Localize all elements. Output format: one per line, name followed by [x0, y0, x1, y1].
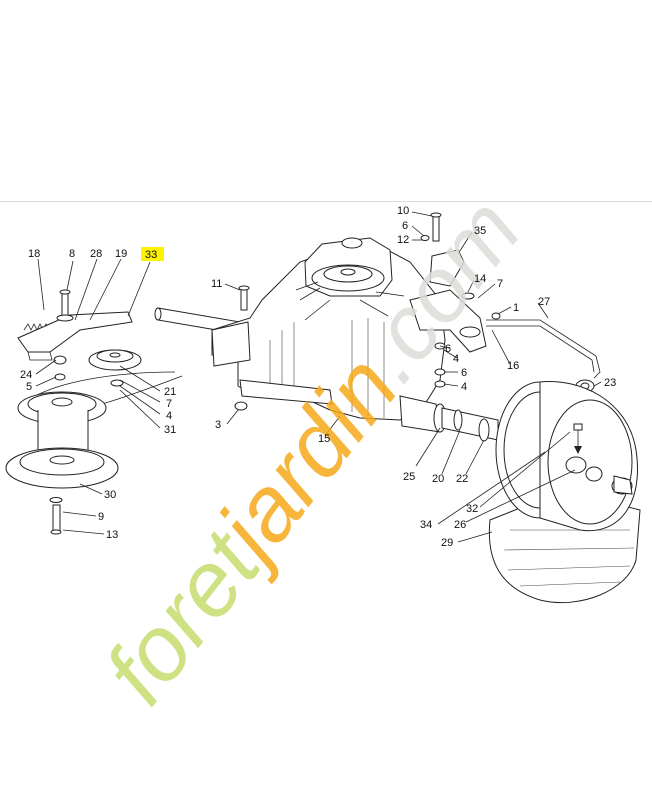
washer-small: [54, 373, 66, 381]
idler-hub: [109, 352, 121, 358]
callout-9: 9: [98, 511, 104, 523]
callout-6-upper: 6: [402, 220, 408, 232]
callout-23: 23: [604, 377, 616, 389]
leader-lines: [35, 211, 602, 543]
lower-washer: [49, 497, 63, 503]
fan-blades: [295, 281, 405, 321]
bolt-part: [61, 291, 69, 317]
key-32: [573, 423, 583, 431]
callout-16: 16: [507, 360, 519, 372]
callout-20: 20: [432, 473, 444, 485]
lower-bolt-head: [50, 529, 62, 535]
tensioner-assembly: [17, 289, 142, 387]
assembly-arrow-head: [574, 446, 582, 454]
hub-washer: [565, 456, 587, 474]
callout-6-mid: 6: [445, 343, 451, 355]
bolt-head: [59, 289, 71, 295]
callout-13: 13: [106, 529, 118, 541]
output-axle: [441, 407, 499, 441]
callout-27: 27: [538, 296, 550, 308]
callout-1: 1: [513, 302, 519, 314]
bolt-10-head: [430, 212, 442, 218]
hub-spacer: [585, 466, 603, 482]
control-arm-pivot: [459, 326, 481, 338]
control-rod-inner: [486, 325, 595, 373]
callout-4-mid: 4: [453, 353, 459, 365]
bracket-35: [429, 249, 465, 287]
mounting-plate: [239, 379, 333, 405]
callout-labels: 18 8 28 19 33 24 5 21 7 4 31 30 9 13 11 …: [20, 205, 616, 549]
callout-28: 28: [90, 248, 102, 260]
callout-4: 4: [166, 410, 172, 422]
rim-face: [547, 399, 633, 525]
callout-5: 5: [26, 381, 32, 393]
hub-cap-body: [613, 475, 633, 495]
washer-small-2: [110, 379, 124, 387]
input-shaft-end: [154, 307, 162, 321]
bolt-11-head: [238, 285, 250, 291]
callout-29: 29: [441, 537, 453, 549]
top-divider: [0, 201, 652, 202]
washer-12: [420, 235, 430, 241]
wheel-assembly: [488, 379, 641, 604]
callout-4-lower: 4: [461, 381, 467, 393]
upper-pulley-hub: [51, 397, 73, 407]
callout-32: 32: [466, 503, 478, 515]
callout-8: 8: [69, 248, 75, 260]
callout-highlight: [141, 247, 164, 261]
callout-35: 35: [474, 225, 486, 237]
bolt-11: [240, 287, 248, 311]
callout-22: 22: [456, 473, 468, 485]
fill-cap: [341, 237, 363, 249]
tire-tread: [503, 529, 635, 587]
lower-bolt: [52, 504, 61, 532]
callout-14: 14: [474, 273, 486, 285]
callout-18: 18: [28, 248, 40, 260]
axle-spacer: [453, 409, 463, 431]
callout-34: 34: [420, 519, 432, 531]
control-rod: [486, 319, 601, 379]
callout-31: 31: [164, 424, 176, 436]
bushing-3: [234, 401, 248, 411]
callout-15: 15: [318, 433, 330, 445]
callout-30: 30: [104, 489, 116, 501]
washer-14: [461, 292, 475, 300]
callout-25: 25: [403, 471, 415, 483]
transaxle-assembly: [154, 212, 601, 442]
callout-24: 24: [20, 369, 32, 381]
washer-4b: [434, 380, 446, 388]
housing-ribs: [269, 318, 385, 418]
bracket-edge: [27, 351, 53, 361]
callout-10: 10: [397, 205, 409, 217]
axle-collar: [478, 418, 490, 442]
tensioner-bracket: [17, 311, 133, 353]
callout-7-right: 7: [497, 278, 503, 290]
axle-tube-left: [211, 321, 251, 367]
fan-pulley-hub: [340, 268, 356, 276]
callout-33: 33: [145, 249, 157, 261]
callout-11: 11: [211, 278, 222, 290]
lower-pulley-hub: [49, 455, 75, 465]
drive-pulley-assembly: [5, 371, 183, 535]
callout-3: 3: [215, 419, 221, 431]
nut-part: [53, 355, 67, 365]
callout-7: 7: [166, 398, 172, 410]
callout-26: 26: [454, 519, 466, 531]
callout-6-lower: 6: [461, 367, 467, 379]
washer-part: [56, 314, 74, 322]
clip-1: [491, 312, 501, 320]
callout-12: 12: [397, 234, 409, 246]
callout-21: 21: [164, 386, 176, 398]
callout-19: 19: [115, 248, 127, 260]
